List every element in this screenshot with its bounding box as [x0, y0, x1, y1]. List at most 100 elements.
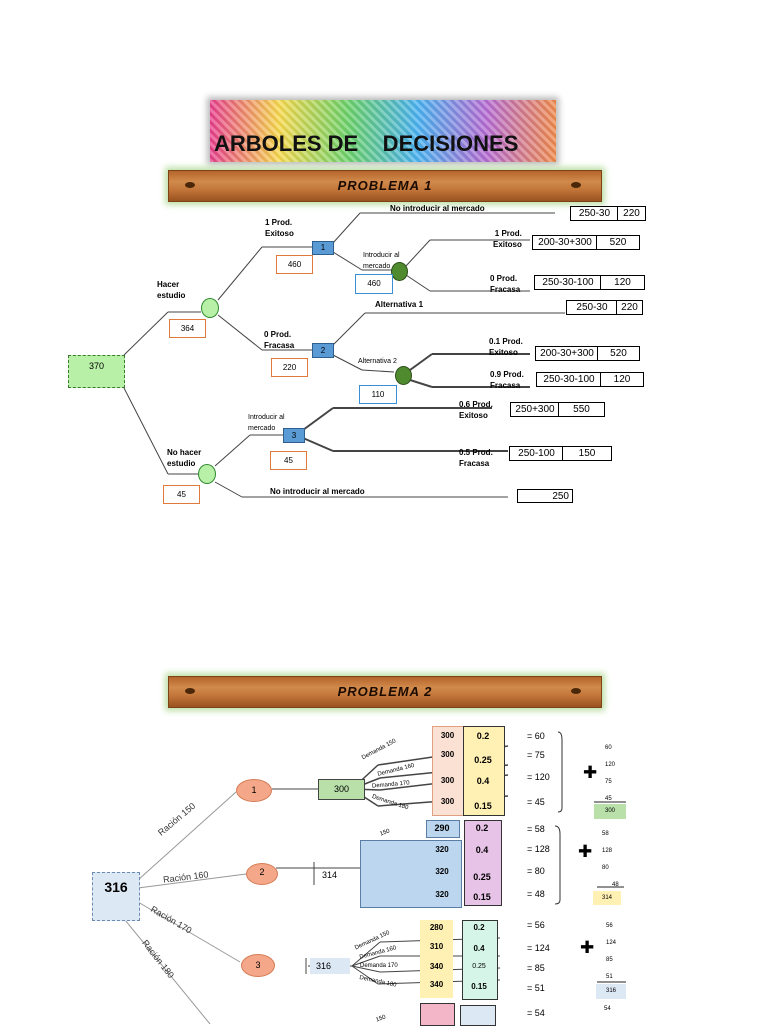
page-title: ARBOLES DE DECISIONES [214, 131, 519, 156]
cell-result: = 60 [527, 731, 545, 741]
nail-icon [185, 688, 195, 694]
cell-value: 300 [440, 776, 455, 785]
root-value-2: 316 [104, 879, 128, 895]
result-box: 520 [597, 346, 640, 361]
node2-value: 314 [322, 870, 338, 880]
node-label: 2 [259, 867, 265, 877]
decision-node-1: 1 [312, 241, 334, 255]
sum-list: 60 120 75 45 [605, 740, 615, 808]
result-box: 120 [600, 275, 645, 290]
cell-result: = 48 [527, 889, 545, 899]
cell-result: = 56 [527, 920, 545, 930]
problem2-title: PROBLEMA 2 [337, 684, 433, 699]
sum-item: 75 [605, 779, 612, 785]
sum-item: 128 [602, 848, 613, 854]
node-label: 1 [251, 785, 257, 795]
decision-node-3: 3 [283, 428, 305, 443]
result-box: 220 [616, 300, 643, 315]
no-hacer-value: 45 [163, 485, 200, 504]
exitoso-c-label: 0.6 Prod. Exitoso [459, 400, 493, 420]
cell-value: 300 [440, 750, 455, 759]
no-introducir-3-label: No introducir al mercado [270, 487, 365, 496]
root-decision-node: 370 [68, 355, 125, 388]
cell-prob: 0.25 [474, 755, 492, 765]
formula-box: 250-30 [566, 300, 618, 315]
cell-value: 300 [440, 797, 455, 806]
node-1-label: 1 [320, 243, 326, 252]
nail-icon [185, 182, 195, 188]
cell-value: 320 [435, 867, 449, 876]
sum-item: 60 [605, 745, 612, 751]
chance-node-2: 2 [246, 863, 278, 885]
sum-item: 54 [604, 1006, 611, 1012]
cell-result: = 58 [527, 824, 545, 834]
formula-box: 200-30+300 [532, 235, 598, 250]
cell-prob: 0.2 [476, 731, 490, 741]
alternativa1-label: Alternativa 1 [375, 300, 424, 309]
node1-value-box: 300 [318, 779, 365, 800]
introducir-1-label: Introducir al mercado [363, 252, 400, 270]
group2-top-cell [426, 820, 460, 838]
sum-item: 58 [602, 831, 609, 837]
cell-result: = 128 [527, 844, 550, 854]
cell-value: 310 [429, 942, 444, 951]
sum-total: 314 [593, 891, 621, 905]
formula-box: 200-30+300 [535, 346, 599, 361]
group2-prob-column [464, 820, 502, 906]
exitoso-b-label: 0.1 Prod. Exitoso [489, 337, 523, 357]
cell-result: = 51 [527, 983, 545, 993]
sum-list: 58 128 80 48 [602, 826, 619, 894]
hacer-estudio-label: Hacer estudio [157, 280, 186, 300]
prod-fracasa-label: 0 Prod. Fracasa [264, 330, 295, 350]
result-box: 120 [600, 372, 644, 387]
introducir-1-value: 460 [355, 274, 393, 294]
plus-icon: ✚ [583, 763, 598, 782]
sum-item: 51 [606, 974, 613, 980]
prod-exitoso-label: 1 Prod. Exitoso [265, 218, 294, 238]
fracasa-b-label: 0.9 Prod. Fracasa [490, 370, 524, 390]
cell-prob: 0.25 [472, 963, 486, 970]
sum-item: 56 [606, 923, 613, 929]
result-box: 520 [596, 235, 640, 250]
chance-node-hacer [201, 298, 219, 318]
chance-node-1: 1 [236, 779, 272, 802]
nail-icon [571, 688, 581, 694]
group4-prob-cell [460, 1005, 496, 1026]
result-box: 550 [558, 402, 605, 417]
cell-prob: 0.15 [474, 801, 492, 811]
chance-node-alternativa2 [395, 366, 412, 385]
cell-prob: 0.4 [475, 845, 489, 855]
sum-item: 85 [606, 957, 613, 963]
hacer-value: 364 [169, 319, 206, 338]
cell-value: 280 [429, 923, 444, 932]
chance-node-3: 3 [241, 954, 275, 977]
alternativa2-value: 110 [359, 385, 397, 404]
node3-value: 316 [310, 958, 350, 974]
formula-box: 250-30 [570, 206, 619, 221]
nail-icon [571, 182, 581, 188]
formula-box: 250-30-100 [536, 372, 602, 387]
cell-result: = 80 [527, 866, 545, 876]
prob-column [463, 726, 505, 816]
sum-item: 48 [612, 882, 619, 888]
node3-value: 45 [270, 451, 307, 470]
title-banner [210, 100, 556, 162]
sum-item: 80 [602, 865, 609, 871]
result-box: 250 [517, 489, 573, 503]
cell-prob: 0.15 [473, 892, 491, 902]
cell-result: = 124 [527, 943, 550, 953]
cell-result: = 75 [527, 750, 545, 760]
group2-overlay [360, 840, 462, 908]
cell-result: = 85 [527, 963, 545, 973]
plus-icon: ✚ [580, 938, 595, 957]
cell-value: 300 [440, 731, 455, 740]
cell-value: 320 [435, 890, 449, 899]
sum-item: 120 [605, 762, 616, 768]
formula-box: 250-100 [509, 446, 564, 461]
problem1-banner: PROBLEMA 1 [168, 170, 602, 202]
exitoso-a-label: 1 Prod. Exitoso [493, 229, 522, 249]
cell-value: 340 [429, 980, 444, 989]
chance-node-introducir [391, 262, 408, 281]
cell-prob: 0.15 [471, 982, 487, 991]
sum-item: 124 [606, 940, 617, 946]
